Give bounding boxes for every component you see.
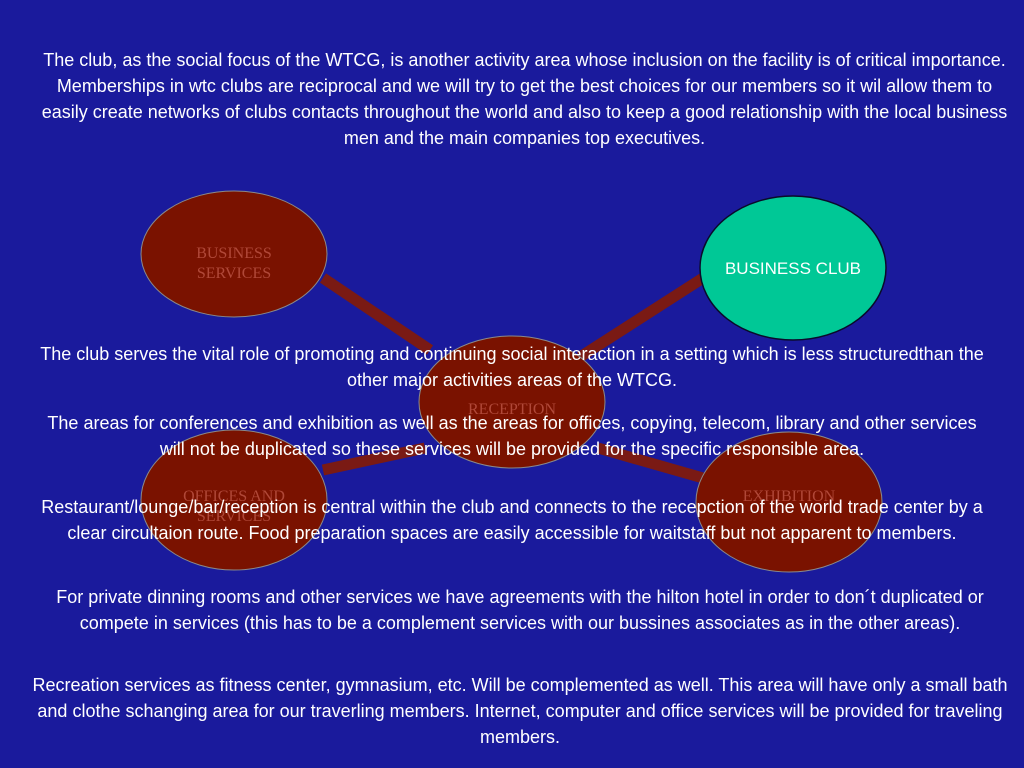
paragraph-restaurant-lounge: Restaurant/lounge/bar/reception is centr…	[41, 497, 983, 543]
connector-business-club-reception	[577, 273, 706, 362]
paragraph-social-interaction: The club serves the vital role of promot…	[40, 344, 984, 390]
connectors	[319, 273, 706, 484]
node-business-services	[140, 190, 328, 318]
node-label-business-club: BUSINESS CLUB	[724, 259, 862, 278]
node-label-exhibition: EXHIBITION	[742, 488, 836, 505]
paragraph-conferences-exhibition: The areas for conferences and exhibition…	[47, 413, 977, 459]
intro-paragraph: The club, as the social focus of the WTC…	[41, 50, 1008, 148]
connector-offices-reception	[321, 442, 427, 476]
node-exhibition	[695, 431, 883, 573]
node-offices-services	[140, 429, 328, 571]
node-business-club	[699, 195, 887, 341]
node-label-offices-services: OFFICES AND SERVICES	[183, 488, 285, 525]
paragraph-private-dining: For private dinning rooms and other serv…	[56, 587, 984, 633]
node-label-reception: RECEPTION	[468, 401, 556, 418]
node-label-business-services: BUSINESS SERVICES	[196, 245, 272, 282]
paragraph-recreation: Recreation services as fitness center, g…	[32, 675, 1008, 747]
connector-business-services-reception	[319, 273, 434, 355]
node-reception	[418, 335, 606, 469]
connector-exhibition-reception	[596, 442, 705, 484]
